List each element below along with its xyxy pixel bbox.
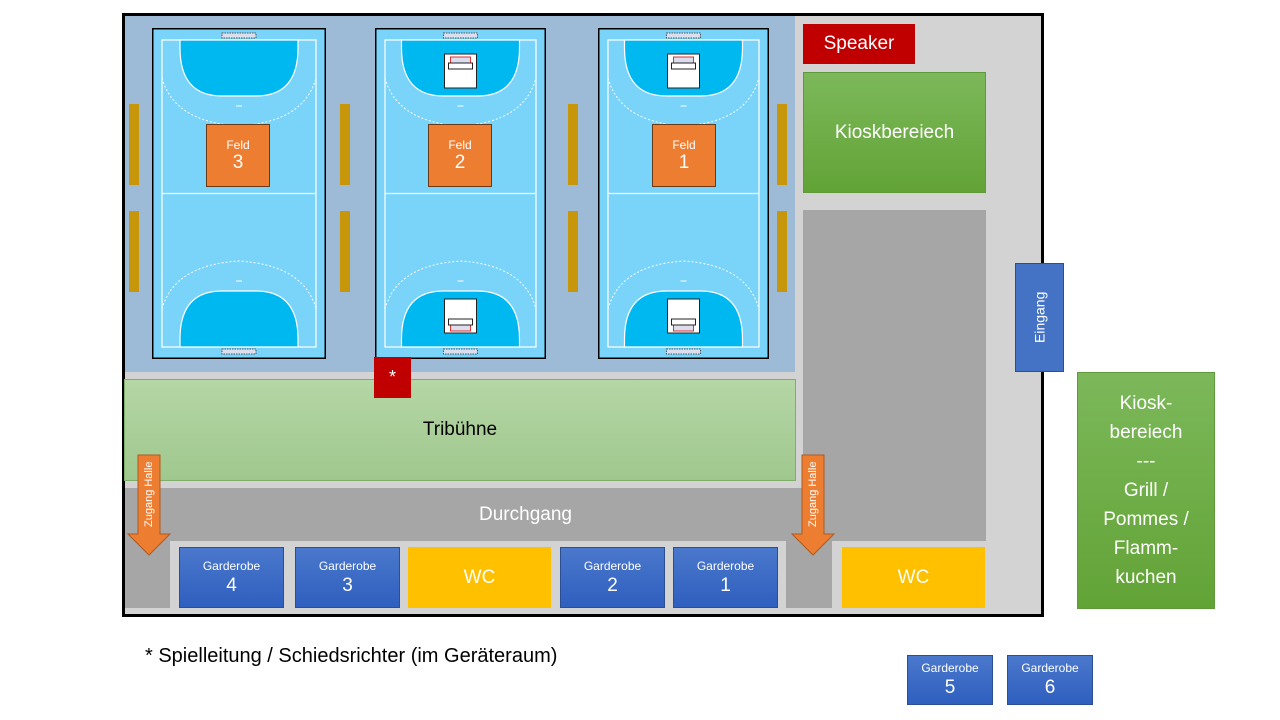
court-2 (375, 28, 546, 359)
wc-2: WC (842, 547, 985, 608)
tribune: Tribühne (124, 379, 796, 481)
bench (340, 104, 350, 185)
side-area (803, 210, 986, 541)
hall-access-label-left: Zugang Halle (143, 461, 155, 527)
room-number: 4 (226, 574, 237, 596)
goal-net (450, 56, 471, 64)
room-label: Garderobe (202, 558, 261, 573)
court-label-text: Feld (448, 137, 472, 152)
bench (340, 211, 350, 292)
room-number: 6 (1044, 677, 1056, 698)
kiosk-outside-line: Kiosk- (1119, 393, 1173, 414)
room-label: Garderobe (921, 661, 979, 675)
goal-net (673, 324, 694, 332)
room-label: WC (897, 566, 930, 588)
handball-court (598, 28, 769, 359)
goal (443, 348, 478, 355)
kiosk-outside-line: Flamm- (1113, 538, 1179, 559)
goal-net (673, 56, 694, 64)
goal (221, 348, 257, 355)
bench (129, 211, 139, 292)
wc-1: WC (408, 547, 551, 608)
garderobe-6: Garderobe 6 (1007, 655, 1093, 705)
bench (568, 104, 578, 185)
court-label-text: Feld (672, 137, 696, 152)
goal (666, 348, 701, 355)
kiosk-outside-line: Grill / (1123, 480, 1169, 501)
referee-marker-label: * (388, 367, 396, 387)
goal-net (450, 324, 471, 332)
bench (777, 211, 787, 292)
handball-court (152, 28, 326, 359)
goal-area (179, 290, 299, 348)
court-number: 2 (454, 151, 466, 173)
goal (221, 32, 257, 39)
kiosk-outside-line: --- (1136, 451, 1156, 472)
bench (777, 104, 787, 185)
room-label: Garderobe (583, 558, 642, 573)
goal-area (179, 39, 299, 97)
court-1 (598, 28, 769, 359)
kiosk-inside: Kioskbereiech (803, 72, 986, 193)
goal (443, 32, 478, 39)
speaker-area: Speaker (803, 24, 915, 64)
court-3 (152, 28, 326, 359)
speaker-label: Speaker (823, 33, 895, 54)
kiosk-inside-label: Kioskbereiech (834, 121, 955, 143)
kiosk-outside: Kiosk- bereiech --- Grill / Pommes / Fla… (1077, 372, 1215, 609)
garderobe-5: Garderobe 5 (907, 655, 993, 705)
court-label-text: Feld (226, 137, 250, 152)
walkway-label: Durchgang (479, 503, 572, 525)
hall-access-arrow-left (126, 454, 172, 556)
down-arrow-icon (126, 454, 172, 556)
hall-access-label-right: Zugang Halle (807, 461, 819, 527)
room-number: 3 (342, 574, 353, 596)
room-label: Garderobe (1021, 661, 1079, 675)
kiosk-outside-line: Pommes / (1103, 509, 1189, 530)
bench (568, 211, 578, 292)
kiosk-outside-line: kuchen (1115, 567, 1177, 588)
room-label: Garderobe (318, 558, 377, 573)
goal-frame (671, 62, 696, 70)
goal-frame (671, 318, 696, 326)
free-throw-line (161, 260, 317, 310)
referee-marker: * (374, 357, 411, 398)
room-label: WC (463, 566, 496, 588)
tribune-label: Tribühne (422, 419, 498, 440)
room-number: 1 (720, 574, 731, 596)
room-label: Garderobe (696, 558, 755, 573)
room-number: 5 (944, 677, 956, 698)
walkway: Durchgang (125, 488, 986, 541)
entrance-label: Eingang (1031, 291, 1048, 344)
down-arrow-icon (790, 454, 836, 556)
kiosk-outside-line: bereiech (1109, 422, 1183, 443)
hall-access-arrow-right (790, 454, 836, 556)
goal-frame (448, 318, 473, 326)
goal-frame (448, 62, 473, 70)
goal (666, 32, 701, 39)
entrance: Eingang (1015, 263, 1064, 372)
free-throw-line (607, 260, 760, 310)
bench (129, 104, 139, 185)
court-number: 3 (232, 151, 244, 173)
handball-court (375, 28, 546, 359)
room-number: 2 (607, 574, 618, 596)
free-throw-line (384, 260, 537, 310)
footnote: * Spielleitung / Schiedsrichter (im Gerä… (145, 645, 558, 667)
court-number: 1 (678, 151, 690, 173)
